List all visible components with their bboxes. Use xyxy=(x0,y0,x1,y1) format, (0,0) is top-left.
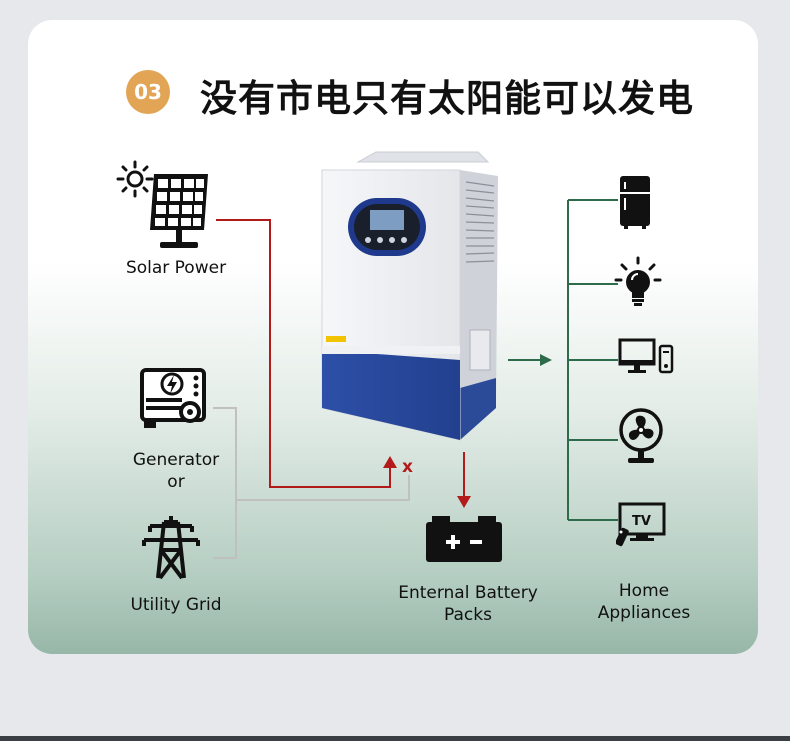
generator-label: Generator xyxy=(132,450,220,470)
inverter-device xyxy=(321,151,498,441)
battery-label-line2: Packs xyxy=(444,605,492,625)
home-label-line1: Home xyxy=(618,581,670,601)
battery-icon xyxy=(426,516,502,562)
generator-icon xyxy=(140,368,206,428)
step-badge: 03 xyxy=(126,70,170,114)
home-label-line2: Appliances xyxy=(597,603,691,623)
page-title: 没有市电只有太阳能可以发电 xyxy=(200,77,694,120)
battery-label-line1: Enternal Battery xyxy=(398,583,538,603)
solar-line xyxy=(216,219,391,488)
light-bulb-icon xyxy=(614,256,662,306)
or-label: or xyxy=(167,472,185,492)
connection-lines: x xyxy=(213,199,618,559)
blocked-mark: x xyxy=(402,457,413,477)
fridge-icon xyxy=(620,176,650,229)
grid-label: Utility Grid xyxy=(130,595,222,615)
output-arrow xyxy=(540,354,552,366)
solar-panel-icon xyxy=(150,174,208,248)
power-tower-icon xyxy=(142,516,200,580)
home-branch-lines xyxy=(567,199,618,521)
fan-icon xyxy=(619,408,663,463)
solar-arrow xyxy=(383,456,397,468)
bottom-bar xyxy=(0,736,790,741)
diagram-card: 03 没有市电只有太阳能可以发电 x xyxy=(28,20,758,654)
tv-label: TV xyxy=(632,514,651,529)
sun-icon xyxy=(116,160,154,198)
battery-arrow xyxy=(457,496,471,508)
tv-icon: TV xyxy=(616,502,666,547)
computer-icon xyxy=(618,338,674,374)
solar-label: Solar Power xyxy=(125,258,227,278)
grid-line xyxy=(213,407,410,559)
